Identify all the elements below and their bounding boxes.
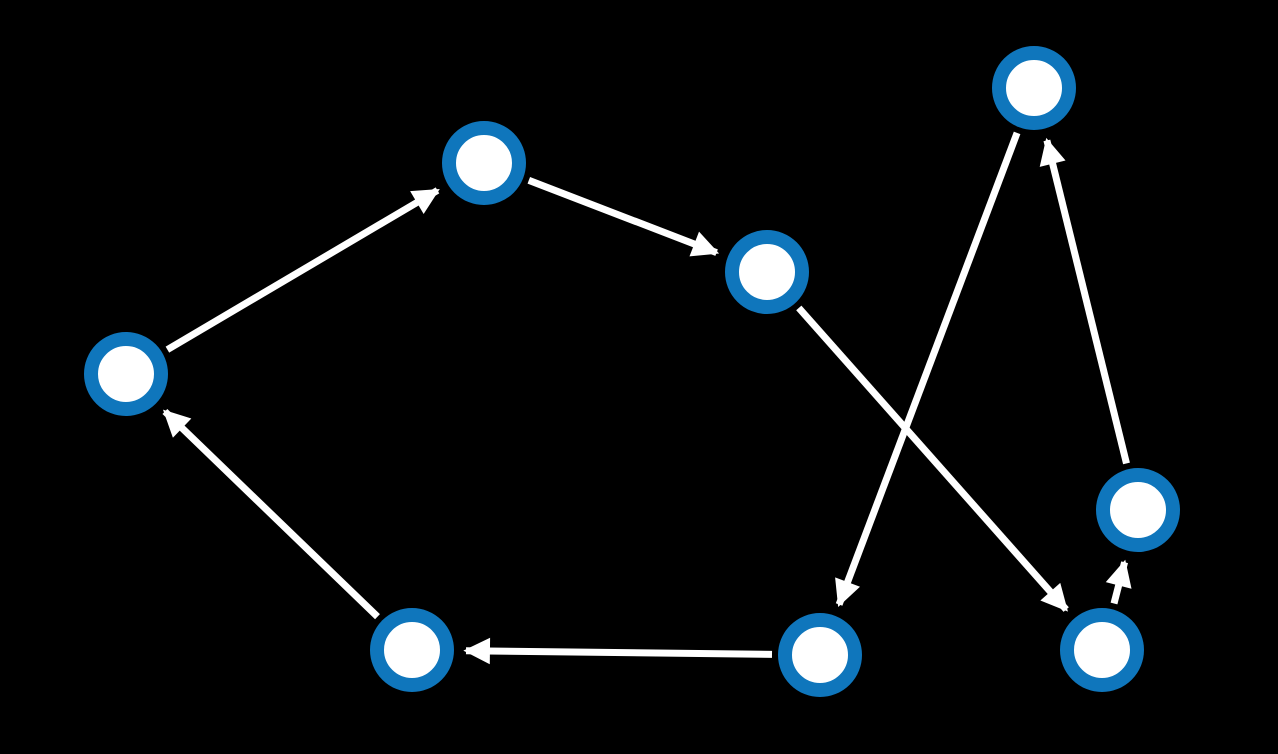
nodes-layer xyxy=(84,46,1180,697)
graph-node-n7-bottom-middle xyxy=(778,613,862,697)
graph-node-n5-right xyxy=(1096,468,1180,552)
graph-node-n8-bottom-right xyxy=(1060,608,1144,692)
graph-node-n4-left xyxy=(84,332,168,416)
graph-edge-n6-n4 xyxy=(162,408,380,620)
graph-edge-n3-n8 xyxy=(796,305,1069,612)
graph-edge-n2-n3 xyxy=(527,177,720,257)
edges-layer xyxy=(162,131,1132,665)
graph-node-n3-center xyxy=(725,230,809,314)
graph-edge-n5-n1 xyxy=(1039,137,1130,465)
graph-node-n6-bottom-left xyxy=(370,608,454,692)
graph-node-n1-top-right xyxy=(992,46,1076,130)
graph-edge-n4-n2 xyxy=(165,187,440,353)
graph-edge-n8-n5 xyxy=(1105,559,1132,605)
graph-node-n2-upper-middle xyxy=(442,121,526,205)
graph-edge-n1-n7 xyxy=(835,131,1021,607)
graph-edge-n7-n6 xyxy=(463,637,773,665)
